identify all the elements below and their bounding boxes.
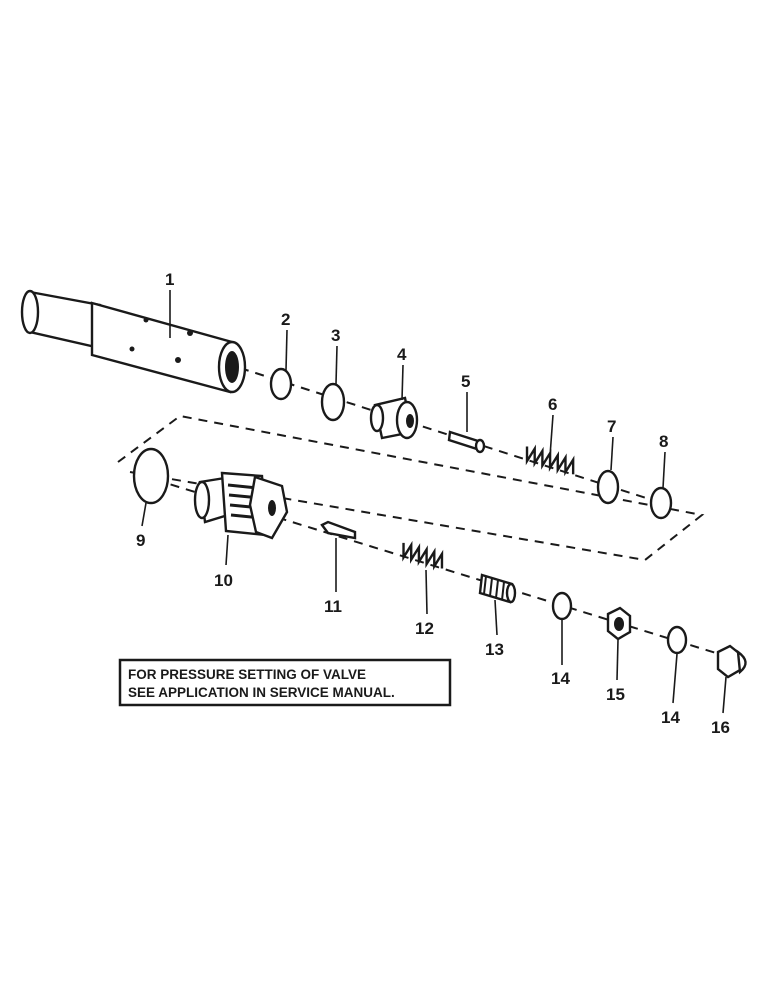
part-label-14a: 14 [551, 669, 570, 688]
part-label-15: 15 [606, 685, 625, 704]
washer-14b [666, 625, 688, 655]
poppet-seat-4 [369, 396, 419, 440]
part-label-8: 8 [659, 432, 668, 451]
adjusting-screw-13 [478, 573, 517, 604]
part-label-10: 10 [214, 571, 233, 590]
part-label-11: 11 [324, 597, 342, 616]
subassembly-dashed-boundary [117, 414, 705, 562]
part-label-9: 9 [136, 531, 145, 550]
o-ring-3 [320, 382, 346, 422]
part-label-4: 4 [397, 345, 407, 364]
spring-12 [402, 540, 444, 571]
part-label-3: 3 [331, 326, 340, 345]
part-label-13: 13 [485, 640, 504, 659]
part-label-14b: 14 [661, 708, 680, 727]
leader-lines [141, 290, 727, 714]
part-label-7: 7 [607, 417, 616, 436]
washer-14a [551, 591, 573, 621]
washer-2 [269, 367, 293, 401]
part-label-5: 5 [461, 372, 470, 391]
note-line-1: FOR PRESSURE SETTING OF VALVE [128, 667, 366, 682]
cap-nut-16 [716, 644, 747, 679]
hex-nut-15 [606, 606, 632, 641]
part-label-16: 16 [711, 718, 730, 737]
spring-6 [525, 444, 575, 477]
part-label-6: 6 [548, 395, 557, 414]
part-label-2: 2 [281, 310, 290, 329]
o-ring-7 [596, 469, 620, 505]
part-labels: 1 2 3 4 5 6 7 8 9 10 11 12 13 14 15 14 1… [136, 270, 730, 737]
needle-11 [320, 520, 357, 540]
o-ring-9 [132, 447, 170, 505]
part-label-12: 12 [415, 619, 434, 638]
valve-plug-10 [193, 471, 289, 540]
valve-body-tube [20, 289, 247, 394]
note-line-2: SEE APPLICATION IN SERVICE MANUAL. [128, 685, 395, 700]
part-label-1: 1 [165, 270, 174, 289]
pin-5 [447, 430, 486, 454]
note-box: FOR PRESSURE SETTING OF VALVE SEE APPLIC… [118, 658, 452, 707]
washer-8 [649, 486, 673, 520]
